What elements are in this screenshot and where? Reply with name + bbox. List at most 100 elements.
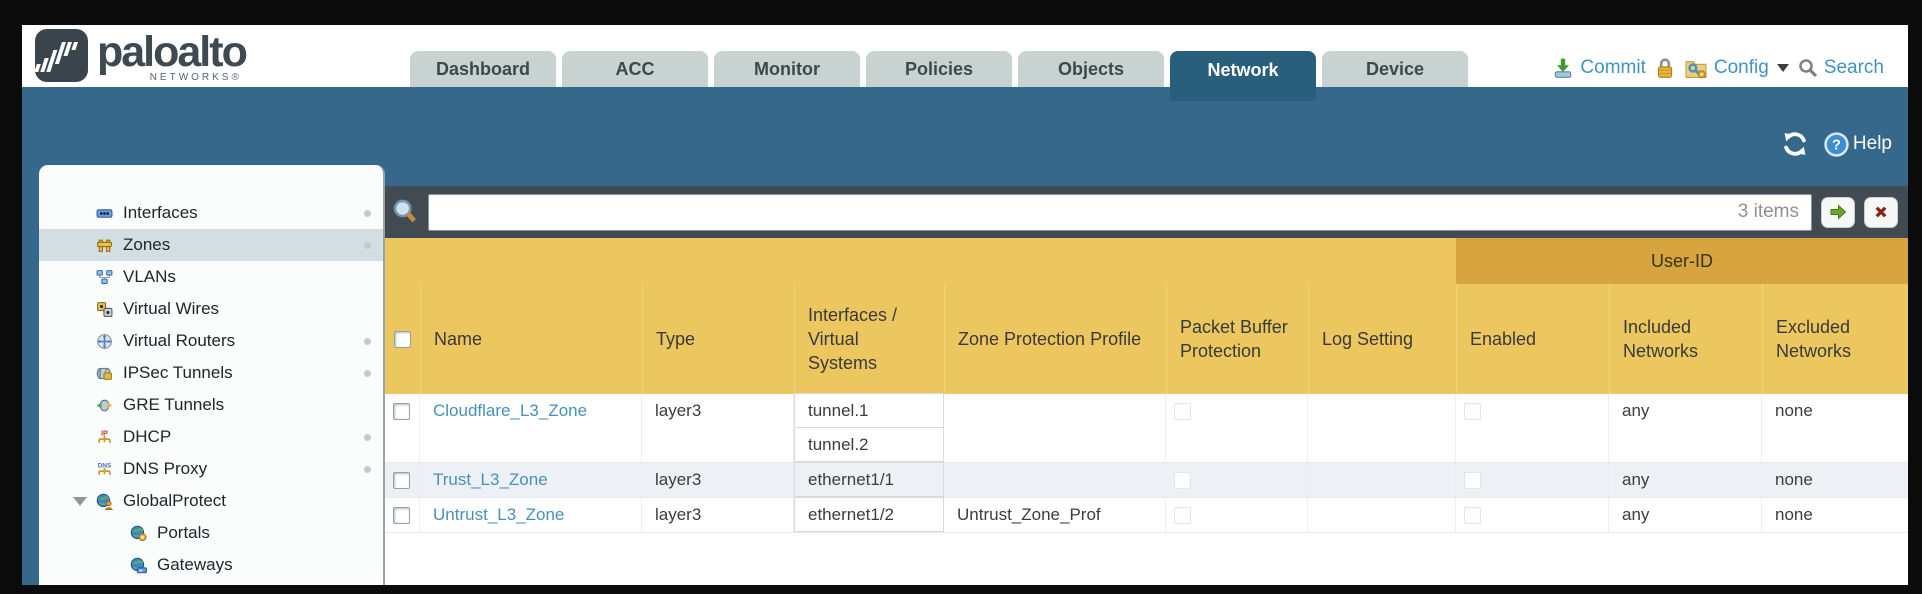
packet-buffer-cell — [1166, 463, 1308, 497]
sidebar-item-label: VLANs — [123, 267, 176, 286]
interfaces-cell: ethernet1/1 — [794, 462, 944, 497]
col-header-excluded-networks[interactable]: Excluded Networks — [1762, 284, 1908, 394]
tab-dashboard[interactable]: Dashboard — [410, 51, 556, 87]
portals-icon — [129, 525, 148, 542]
zone-name-link[interactable]: Cloudflare_L3_Zone — [433, 401, 588, 420]
gateways-icon — [129, 557, 148, 574]
zone-protection-cell — [944, 463, 1166, 497]
help-icon: ? — [1824, 131, 1849, 157]
excluded-networks-cell: none — [1775, 470, 1813, 489]
included-networks-cell: any — [1609, 394, 1762, 462]
filter-search-icon — [393, 199, 417, 223]
status-dot — [364, 433, 371, 441]
col-header-type[interactable]: Type — [642, 284, 794, 394]
tab-policies[interactable]: Policies — [866, 51, 1012, 87]
apply-filter-button[interactable] — [1821, 196, 1855, 228]
row-select-cell — [385, 463, 420, 497]
help-button[interactable]: ? Help — [1824, 131, 1892, 157]
clear-filter-button[interactable] — [1864, 196, 1898, 228]
header-group-spacer — [385, 238, 1456, 284]
svg-text:IP: IP — [101, 429, 108, 437]
teal-band: ? Help — [22, 87, 1908, 165]
search-icon — [1798, 59, 1817, 78]
header-group-userid: User-ID — [1456, 238, 1908, 284]
lock-icon[interactable] — [1655, 57, 1675, 79]
zone-name-link[interactable]: Trust_L3_Zone — [433, 470, 548, 489]
name-cell: Cloudflare_L3_Zone — [420, 394, 642, 462]
gre-tunnels-icon — [95, 397, 114, 414]
tab-device[interactable]: Device — [1322, 51, 1468, 87]
sidebar-item-globalprotect[interactable]: GlobalProtect — [39, 485, 383, 517]
sidebar-item-interfaces[interactable]: Interfaces — [39, 197, 383, 229]
sidebar-item-label: GlobalProtect — [123, 491, 226, 510]
refresh-icon[interactable] — [1782, 131, 1808, 157]
expander-triangle-icon[interactable] — [73, 496, 87, 506]
zone-name-link[interactable]: Untrust_L3_Zone — [433, 505, 565, 524]
config-menu-button[interactable]: Config — [1684, 57, 1789, 79]
log-setting-cell — [1308, 463, 1456, 497]
tab-acc[interactable]: ACC — [562, 51, 708, 87]
packet-buffer-checkbox[interactable] — [1174, 507, 1191, 524]
userid-enabled-checkbox[interactable] — [1464, 507, 1481, 524]
row-checkbox[interactable] — [393, 403, 410, 420]
sidebar-item-vlans[interactable]: VLANs — [39, 261, 383, 293]
chevron-down-icon — [1776, 64, 1789, 72]
select-all-checkbox[interactable] — [394, 330, 411, 348]
log-setting-cell — [1308, 498, 1456, 532]
brand-subtitle: NETWORKS® — [149, 72, 242, 83]
col-header-interfaces[interactable]: Interfaces / Virtual Systems — [794, 284, 944, 394]
userid-enabled-checkbox[interactable] — [1464, 472, 1481, 489]
interfaces-icon — [95, 205, 114, 222]
col-header-zone-protection[interactable]: Zone Protection Profile — [944, 284, 1166, 394]
dns-proxy-icon: DNS — [95, 461, 114, 478]
row-checkbox[interactable] — [393, 472, 410, 489]
userid-enabled-checkbox[interactable] — [1464, 403, 1481, 420]
excluded-networks-cell: none — [1775, 401, 1813, 420]
included-networks-cell: any — [1609, 498, 1762, 532]
row-select-cell — [385, 498, 420, 532]
packet-buffer-checkbox[interactable] — [1174, 403, 1191, 420]
close-icon — [1875, 206, 1887, 218]
userid-enabled-cell — [1456, 463, 1609, 497]
row-checkbox[interactable] — [393, 507, 410, 524]
svg-text:?: ? — [1832, 137, 1841, 153]
config-label: Config — [1713, 57, 1769, 78]
zone-protection-cell: Untrust_Zone_Prof — [944, 498, 1166, 532]
commit-label: Commit — [1580, 57, 1646, 78]
help-label: Help — [1852, 133, 1892, 154]
sidebar-item-gre-tunnels[interactable]: GRE Tunnels — [39, 389, 383, 421]
sidebar-item-portals[interactable]: Portals — [39, 517, 383, 549]
packet-buffer-checkbox[interactable] — [1174, 472, 1191, 489]
sidebar-item-ipsec-tunnels[interactable]: IPSec Tunnels — [39, 357, 383, 389]
tab-network[interactable]: Network — [1170, 51, 1316, 101]
search-button[interactable]: Search — [1798, 57, 1884, 79]
userid-enabled-cell — [1456, 394, 1609, 462]
commit-button[interactable]: Commit — [1552, 57, 1646, 79]
col-header-enabled[interactable]: Enabled — [1456, 284, 1609, 394]
col-header-name[interactable]: Name — [420, 284, 642, 394]
excluded-networks-cell: none — [1775, 505, 1813, 524]
sidebar-item-virtual-routers[interactable]: Virtual Routers — [39, 325, 383, 357]
filter-input[interactable] — [429, 194, 1811, 230]
interface-entry: tunnel.2 — [794, 427, 944, 462]
col-header-included-networks[interactable]: Included Networks — [1609, 284, 1762, 394]
vlans-icon — [95, 269, 114, 286]
tab-objects[interactable]: Objects — [1018, 51, 1164, 87]
globalprotect-icon — [95, 493, 114, 510]
main-panel: 3 items User-ID — [385, 165, 1908, 585]
col-header-log-setting[interactable]: Log Setting — [1308, 284, 1456, 394]
tab-monitor[interactable]: Monitor — [714, 51, 860, 87]
header-actions: Commit Config — [1552, 57, 1884, 79]
sidebar-item-label: Gateways — [157, 555, 233, 574]
table-header: User-ID Name Type Interfaces / Virtual S… — [385, 238, 1908, 394]
col-header-packet-buffer[interactable]: Packet Buffer Protection — [1166, 284, 1308, 394]
sidebar-item-zones[interactable]: Zones — [39, 229, 383, 261]
sidebar-item-gateways[interactable]: Gateways — [39, 549, 383, 581]
sidebar-item-virtual-wires[interactable]: Virtual Wires — [39, 293, 383, 325]
